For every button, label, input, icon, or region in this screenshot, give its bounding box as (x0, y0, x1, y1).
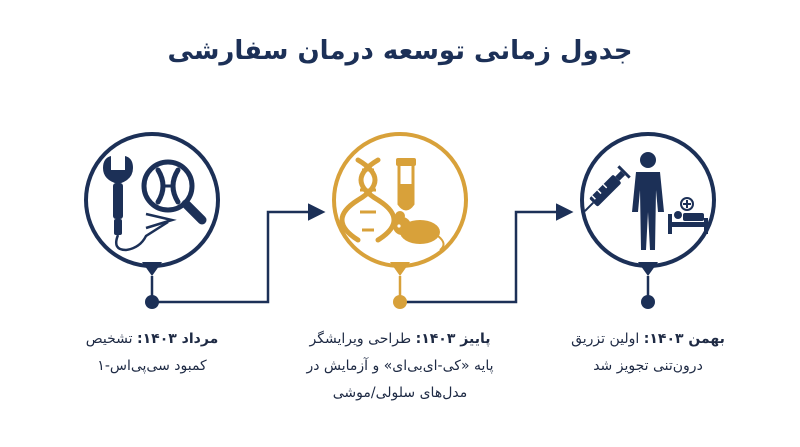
step-1-caption: مرداد ۱۴۰۳: تشخیص کمبود سی‌پی‌اس-۱ (37, 326, 267, 380)
step-2-caption: پاییز ۱۴۰۳: طراحی ویرایشگر پایه «کی-ای‌ب… (285, 326, 515, 407)
step-1-caption-line-1: مرداد ۱۴۰۳: تشخیص (37, 326, 267, 353)
connector-2-to-3 (400, 203, 574, 304)
step-1-text-2: کمبود سی‌پی‌اس-۱ (97, 358, 207, 374)
diagnosis-icon (103, 156, 207, 252)
step-3-date: بهمن ۱۴۰۳: (643, 331, 725, 347)
syringe-patient-bed-icon (584, 152, 708, 250)
step-3-caption: بهمن ۱۴۰۳: اولین تزریق درون‌تنی تجویز شد (533, 326, 763, 380)
step-2-text-3: مدل‌های سلولی/موشی (332, 385, 468, 401)
step-3-caption-line-1: بهمن ۱۴۰۳: اولین تزریق (533, 326, 763, 353)
step-1-text-1: تشخیص (85, 331, 133, 347)
step-2-text-1: طراحی ویرایشگر (309, 331, 412, 347)
page-title: جدول زمانی توسعه درمان سفارشی (167, 36, 633, 66)
step-2-date: پاییز ۱۴۰۳: (415, 331, 491, 347)
dna-testtube-mouse-icon (339, 157, 445, 251)
step-2-caption-line-1: پاییز ۱۴۰۳: طراحی ویرایشگر (285, 326, 515, 353)
step-2-text-2: پایه «کی-ای‌بی‌ای» و آزمایش در (306, 358, 494, 374)
step-3-text-2: درون‌تنی تجویز شد (593, 358, 703, 374)
connector-1-to-2 (152, 203, 326, 304)
step-1-date: مرداد ۱۴۰۳: (137, 331, 219, 347)
step-3-text-1: اولین تزریق (571, 331, 640, 347)
